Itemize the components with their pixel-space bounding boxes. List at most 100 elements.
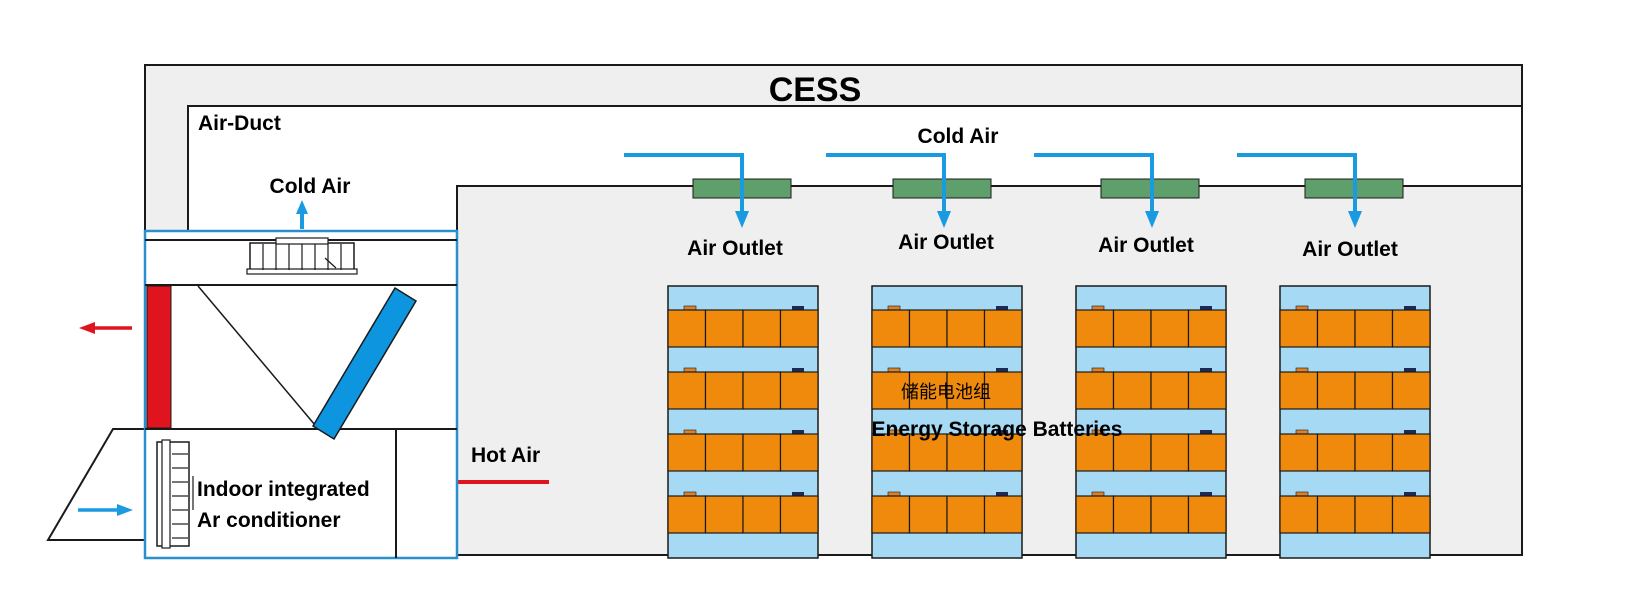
air-duct-label: Air-Duct	[198, 112, 281, 135]
battery-module	[1316, 495, 1356, 534]
battery-module	[1150, 371, 1190, 410]
battery-module	[779, 309, 819, 348]
battery-module	[1187, 433, 1227, 472]
rack-terminal-neg	[1200, 306, 1212, 310]
battery-module	[667, 371, 707, 410]
ac-label-line1: Indoor integrated	[197, 478, 370, 501]
battery-module	[1112, 433, 1152, 472]
battery-module	[1316, 309, 1356, 348]
rack-terminal-neg	[996, 492, 1008, 496]
rack-terminal-neg	[792, 492, 804, 496]
battery-module	[946, 309, 986, 348]
cold-air-ac-label: Cold Air	[270, 175, 351, 198]
battery-module	[983, 495, 1023, 534]
battery-module	[983, 309, 1023, 348]
air-outlet-label-3: Air Outlet	[1098, 234, 1194, 257]
condenser-coil	[146, 285, 172, 429]
battery-module	[1187, 495, 1227, 534]
battery-module	[779, 495, 819, 534]
rack-terminal-neg	[1200, 492, 1212, 496]
rack-terminal-pos	[683, 367, 697, 373]
rack-terminal-neg	[1200, 368, 1212, 372]
cold-air-duct-label: Cold Air	[918, 125, 999, 148]
battery-module	[667, 309, 707, 348]
battery-module	[1112, 309, 1152, 348]
battery-module	[1112, 371, 1152, 410]
rack-terminal-neg	[792, 430, 804, 434]
flow-arrowhead-icon	[1145, 211, 1159, 228]
rack-terminal-neg	[996, 368, 1008, 372]
rack-terminal-neg	[792, 368, 804, 372]
rack-terminal-pos	[1091, 491, 1105, 497]
rack-terminal-pos	[1091, 367, 1105, 373]
rack-terminal-neg	[1200, 430, 1212, 434]
battery-module	[908, 309, 948, 348]
air-outlet-1	[624, 153, 792, 228]
battery-module	[742, 371, 782, 410]
flow-arrowhead-icon	[1348, 211, 1362, 228]
rack-terminal-pos	[683, 305, 697, 311]
battery-module	[1316, 433, 1356, 472]
air-outlet-label-4: Air Outlet	[1302, 238, 1398, 261]
rack-terminal-neg	[792, 306, 804, 310]
rack-terminal-pos	[1295, 491, 1309, 497]
battery-module	[742, 433, 782, 472]
rack-terminal-neg	[996, 430, 1008, 434]
battery-module	[908, 495, 948, 534]
battery-module	[1279, 371, 1319, 410]
battery-module	[871, 495, 911, 534]
battery-module	[704, 495, 744, 534]
battery-module	[1150, 495, 1190, 534]
battery-module	[1391, 433, 1431, 472]
flow-arrow-icon	[1034, 153, 1154, 214]
battery-module	[742, 495, 782, 534]
battery-module	[704, 371, 744, 410]
battery-module	[1075, 433, 1115, 472]
air-conditioner-unit: Cold Air Indoor integrated Ar conditione…	[46, 175, 459, 560]
battery-module	[946, 433, 986, 472]
battery-label-cn: 储能电池组	[901, 382, 991, 403]
evaporator-coil	[311, 286, 418, 441]
rack-terminal-pos	[1295, 429, 1309, 435]
air-outlet-4	[1237, 153, 1404, 228]
battery-module	[871, 433, 911, 472]
battery-module	[1354, 495, 1394, 534]
flow-arrowhead-icon	[117, 504, 133, 516]
battery-module	[779, 371, 819, 410]
flow-arrowhead-icon	[296, 200, 308, 214]
battery-module	[1354, 433, 1394, 472]
battery-module	[1316, 371, 1356, 410]
battery-module	[1279, 495, 1319, 534]
battery-module	[667, 495, 707, 534]
rack-terminal-pos	[683, 491, 697, 497]
air-outlet-2	[826, 153, 992, 228]
rack-terminal-neg	[996, 306, 1008, 310]
hot-air-label: Hot Air	[471, 444, 540, 467]
centrifugal-blower-icon	[156, 439, 194, 549]
rack-terminal-neg	[1404, 492, 1416, 496]
rack-terminal-neg	[1404, 430, 1416, 434]
battery-module	[1150, 433, 1190, 472]
battery-module	[1075, 371, 1115, 410]
battery-module	[1187, 371, 1227, 410]
air-outlet-3	[1034, 153, 1200, 228]
battery-module	[946, 495, 986, 534]
rack-terminal-pos	[887, 305, 901, 311]
battery-module	[704, 433, 744, 472]
battery-module	[1112, 495, 1152, 534]
battery-module	[704, 309, 744, 348]
rack-terminal-pos	[887, 367, 901, 373]
rack-terminal-neg	[1404, 306, 1416, 310]
battery-module	[871, 309, 911, 348]
ac-label-line2: Ar conditioner	[197, 509, 341, 532]
air-outlet-label-2: Air Outlet	[898, 231, 994, 254]
rack-terminal-pos	[887, 491, 901, 497]
flow-arrow-icon	[1237, 153, 1357, 214]
battery-module	[1187, 309, 1227, 348]
diagram-title: CESS	[769, 71, 862, 109]
battery-module	[908, 433, 948, 472]
flow-arrowhead-icon	[937, 211, 951, 228]
battery-module	[1279, 433, 1319, 472]
battery-module	[667, 433, 707, 472]
rack-terminal-pos	[1091, 305, 1105, 311]
